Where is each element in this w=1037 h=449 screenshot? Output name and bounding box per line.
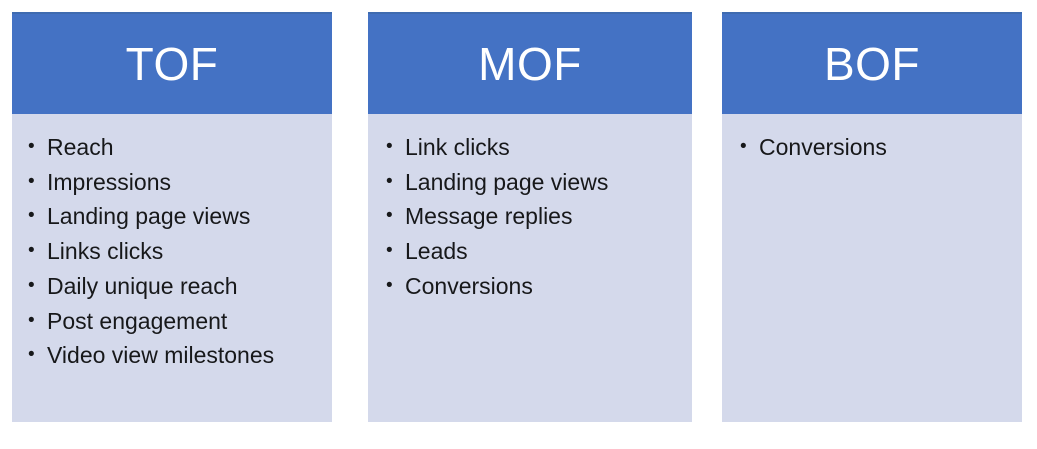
column-body-tof: Reach Impressions Landing page views Lin… [12, 114, 332, 422]
list-item: Post engagement [26, 304, 322, 339]
funnel-column-bof: BOF Conversions [722, 12, 1022, 422]
list-item: Message replies [384, 199, 682, 234]
column-header-tof: TOF [12, 12, 332, 114]
list-item: Leads [384, 234, 682, 269]
list-item: Video view milestones [26, 338, 322, 373]
list-item: Reach [26, 130, 322, 165]
list-item: Landing page views [384, 165, 682, 200]
list-item: Link clicks [384, 130, 682, 165]
column-header-bof: BOF [722, 12, 1022, 114]
list-item: Conversions [738, 130, 1012, 165]
list-item: Impressions [26, 165, 322, 200]
list-item: Links clicks [26, 234, 322, 269]
funnel-column-mof: MOF Link clicks Landing page views Messa… [368, 12, 692, 422]
metric-list-bof: Conversions [738, 130, 1012, 165]
column-header-mof: MOF [368, 12, 692, 114]
column-body-bof: Conversions [722, 114, 1022, 422]
column-title-mof: MOF [478, 38, 582, 90]
list-item: Conversions [384, 269, 682, 304]
column-title-tof: TOF [125, 38, 219, 90]
metric-list-tof: Reach Impressions Landing page views Lin… [26, 130, 322, 373]
funnel-column-tof: TOF Reach Impressions Landing page views… [12, 12, 332, 422]
metric-list-mof: Link clicks Landing page views Message r… [384, 130, 682, 304]
list-item: Landing page views [26, 199, 322, 234]
column-body-mof: Link clicks Landing page views Message r… [368, 114, 692, 422]
column-title-bof: BOF [823, 38, 921, 90]
list-item: Daily unique reach [26, 269, 322, 304]
